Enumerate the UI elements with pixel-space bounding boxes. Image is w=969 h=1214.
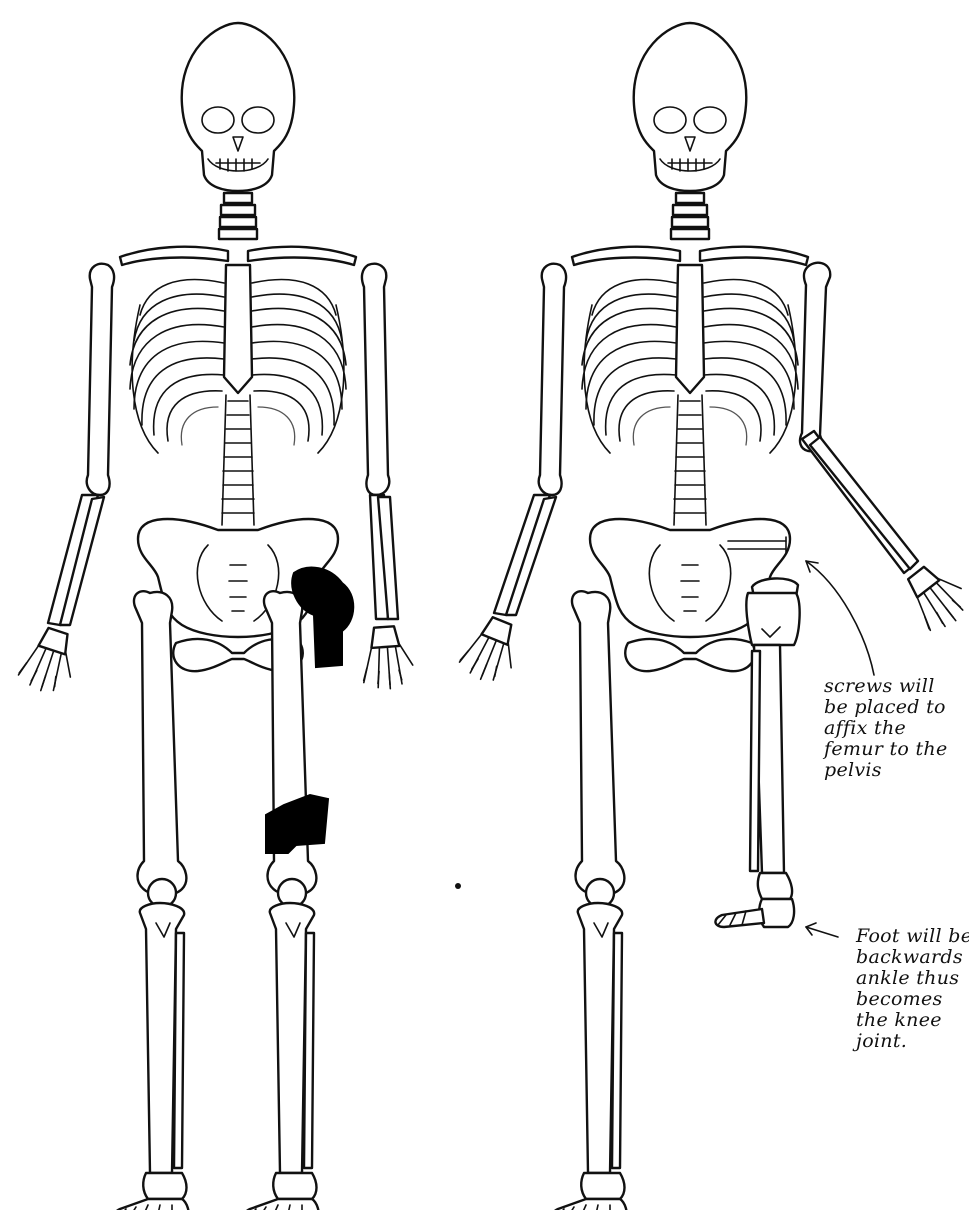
foot-annotation-line: backwards [856, 947, 969, 968]
stray-dot [455, 883, 461, 889]
right-skeleton-right-leg [550, 591, 627, 1210]
screws-annotation-line: screws will [824, 676, 947, 697]
left-skeleton-left-arm [360, 264, 414, 691]
screws-annotation-line: femur to the [824, 739, 947, 760]
left-cervical-spine [219, 193, 257, 239]
foot-annotation-line: Foot will be [856, 926, 969, 947]
right-skeleton-right-arm [457, 264, 567, 688]
foot-annotation-line: the knee [856, 1010, 969, 1031]
screws-annotation-line: be placed to [824, 697, 947, 718]
right-ribcage [572, 247, 808, 525]
left-ribcage [120, 247, 356, 525]
foot-annotation: Foot will be backwards ankle thus become… [856, 926, 969, 1052]
left-skull [182, 23, 295, 191]
screws-annotation: screws will be placed to affix the femur… [824, 676, 947, 781]
right-skull [634, 23, 747, 191]
foot-annotation-line: joint. [856, 1031, 969, 1052]
foot-arrow [806, 927, 838, 937]
screws-annotation-line: pelvis [824, 760, 947, 781]
right-cervical-spine [671, 193, 709, 239]
screws-arrow [806, 561, 874, 675]
left-skeleton-right-arm [16, 264, 114, 698]
foot-annotation-line: becomes [856, 989, 969, 1010]
left-skeleton [16, 23, 414, 1210]
right-skeleton-left-arm [800, 263, 969, 637]
foot-annotation-line: ankle thus [856, 968, 969, 989]
left-skeleton-left-leg [242, 591, 319, 1210]
left-skeleton-right-leg [112, 591, 189, 1210]
screws-annotation-line: affix the [824, 718, 947, 739]
